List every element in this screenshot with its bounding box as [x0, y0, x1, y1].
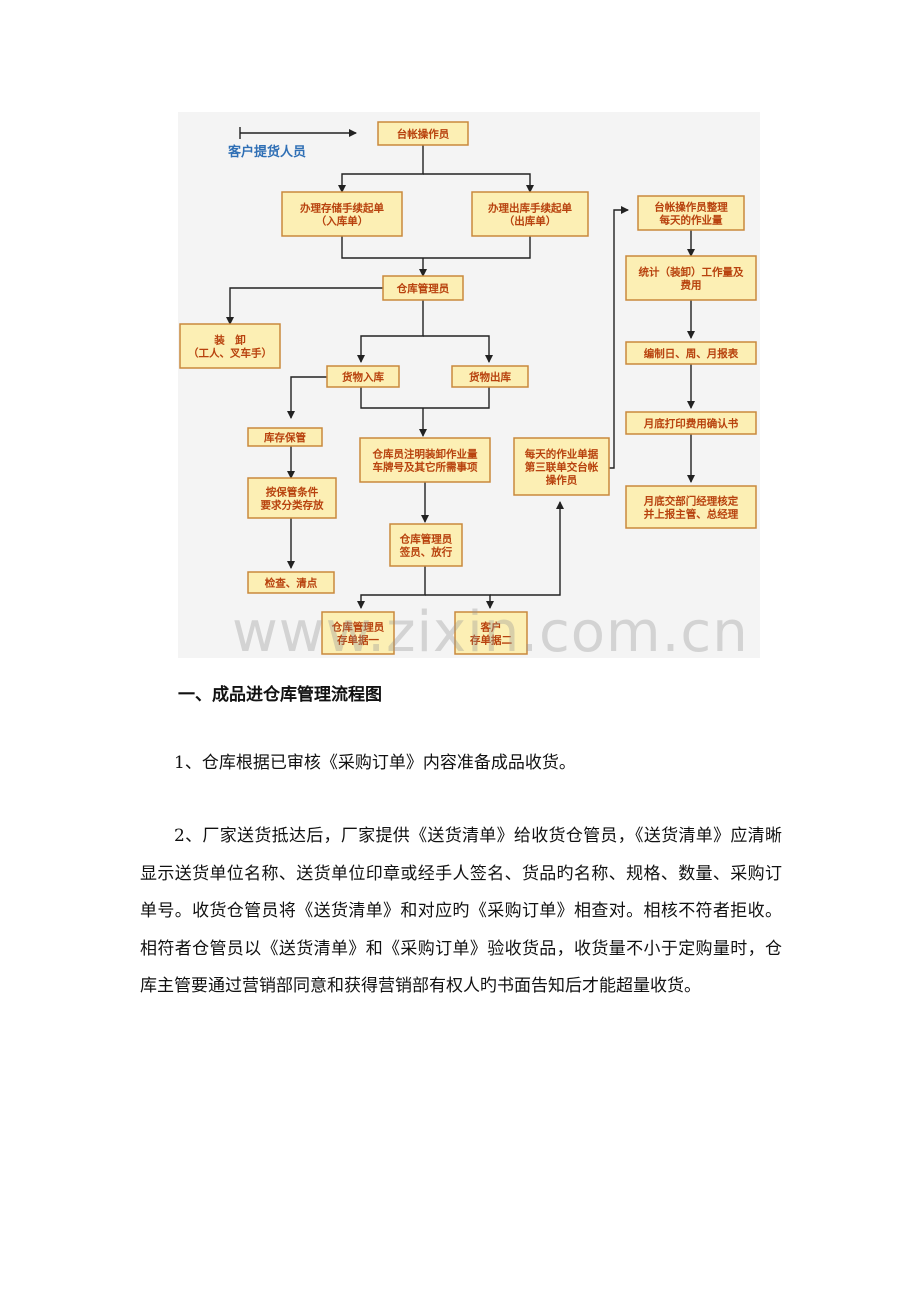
- node-label: 装 卸: [213, 334, 246, 347]
- node-box: [454, 611, 528, 655]
- node-box: [637, 195, 745, 231]
- client-pickup-label: 客户提货人员: [228, 144, 306, 160]
- node-box: [513, 437, 610, 496]
- paragraph-2: 2、厂家送货抵达后，厂家提供《送货清单》给收货仓管员，《送货清单》应清晰显示送货…: [140, 826, 782, 997]
- node-box: [625, 341, 757, 365]
- node-box: [377, 121, 469, 146]
- node-label: 第三联单交台帐: [525, 461, 599, 474]
- node-inspect: 检查、清点: [247, 571, 335, 594]
- flowchart-edges: [226, 127, 695, 609]
- node-outbound-procedure: 办理出库手续起单（出库单）: [471, 191, 589, 237]
- node-label: 签员、放行: [399, 546, 453, 559]
- node-ledger-operator: 台帐操作员: [377, 121, 469, 146]
- node-label: （出库单）: [504, 215, 557, 228]
- node-label: 仓库管理员: [331, 621, 385, 634]
- node-label: 统计（装卸）工作量及: [639, 266, 744, 279]
- node-box: [247, 427, 323, 447]
- node-box: [359, 437, 491, 483]
- node-label: 仓库管理员: [399, 533, 453, 546]
- node-label: 货物出库: [468, 371, 511, 384]
- node-box: [326, 365, 400, 388]
- node-label: （入库单）: [316, 215, 369, 228]
- node-label: 存单据一: [337, 634, 379, 647]
- node-label: 每天的作业单据: [525, 448, 599, 461]
- node-label: 货物入库: [341, 371, 384, 384]
- node-goods-in: 货物入库: [326, 365, 400, 388]
- node-label: 按保管条件: [266, 486, 319, 499]
- node-label: 办理出库手续起单: [488, 202, 572, 215]
- node-label: 操作员: [546, 474, 578, 487]
- node-box: [389, 523, 463, 567]
- node-label: 仓库员注明装卸作业量: [372, 448, 478, 461]
- node-label: 费用: [681, 279, 702, 292]
- node-box: [382, 275, 464, 301]
- node-label: 仓库管理员: [396, 282, 450, 295]
- node-label: （工人、叉车手）: [188, 347, 272, 360]
- node-label: 客户: [480, 621, 502, 634]
- node-box: [625, 411, 757, 435]
- node-box: [247, 571, 335, 594]
- node-box: [471, 191, 589, 237]
- node-confirm-print: 月底打印费用确认书: [625, 411, 757, 435]
- node-reports: 编制日、周、月报表: [625, 341, 757, 365]
- node-label: 月底交部门经理核定: [643, 495, 739, 508]
- node-label: 要求分类存放: [261, 499, 324, 512]
- node-label: 编制日、周、月报表: [644, 347, 739, 360]
- node-warehouse-manager: 仓库管理员: [382, 275, 464, 301]
- node-label: 车牌号及其它所需事项: [373, 461, 478, 474]
- paragraph-1: 1、仓库根据已审核《采购订单》内容准备成品收货。: [174, 753, 576, 773]
- node-goods-out: 货物出库: [451, 365, 529, 388]
- warehouse-flowchart: 客户提货人员 台帐操作员办理存储手续起单（入库单） 办理出库手续起单（出库单） 仓库…: [178, 112, 760, 658]
- node-box: [625, 485, 757, 529]
- node-inventory-storage: 库存保管: [247, 427, 323, 447]
- node-box: [281, 191, 403, 237]
- node-label: 存单据二: [470, 634, 512, 647]
- node-box: [625, 255, 757, 301]
- node-label: 月底打印费用确认书: [643, 417, 739, 430]
- node-label: 台帐操作员整理: [654, 201, 728, 214]
- node-label: 库存保管: [264, 431, 306, 444]
- node-label: 并上报主管、总经理: [644, 508, 739, 521]
- node-box: [451, 365, 529, 388]
- section-title: 一、成品进仓库管理流程图: [178, 685, 382, 705]
- node-box: [321, 611, 395, 655]
- node-storage-procedure: 办理存储手续起单（入库单）: [281, 191, 403, 237]
- node-loading: 装 卸（工人、叉车手）: [179, 323, 281, 369]
- node-label: 办理存储手续起单: [300, 202, 384, 215]
- node-box: [179, 323, 281, 369]
- node-label: 台帐操作员: [397, 128, 450, 141]
- node-box: [247, 477, 337, 519]
- node-label: 每天的作业量: [660, 214, 723, 227]
- node-label: 检查、清点: [265, 577, 318, 590]
